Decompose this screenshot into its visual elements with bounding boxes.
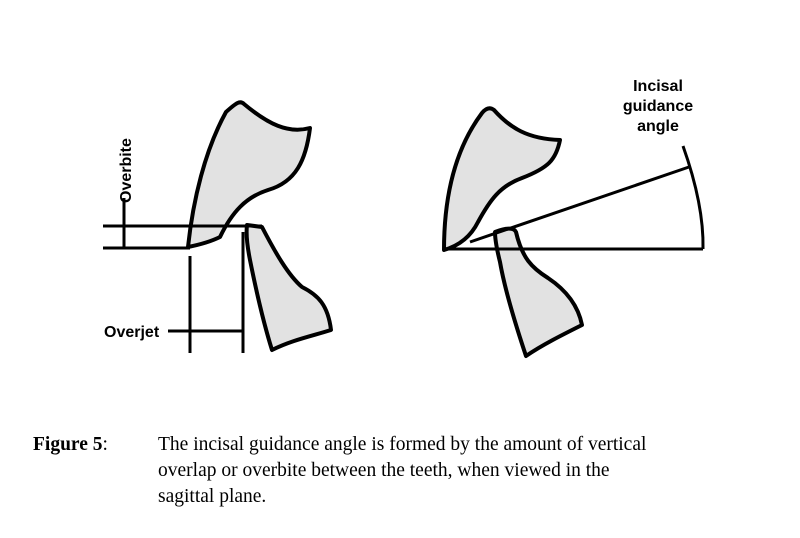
angle-label-line2: guidance <box>623 98 693 115</box>
right-upper-incisor <box>442 106 562 252</box>
left-figure: Overbite Overjet <box>103 100 333 353</box>
left-lower-incisor <box>244 223 333 352</box>
caption-label: Figure 5: <box>33 432 158 458</box>
caption-line: The incisal guidance angle is formed by … <box>158 434 647 455</box>
angle-label-line1: Incisal <box>633 78 683 95</box>
overbite-label: Overbite <box>118 138 135 203</box>
left-upper-incisor <box>186 100 312 249</box>
incisal-guidance-diagram: Overbite Overjet Incisal guidance angle <box>103 78 705 358</box>
caption-label-colon: : <box>102 434 108 455</box>
angle-arc <box>681 145 705 250</box>
angle-label-line3: angle <box>637 118 679 135</box>
caption-line: sagittal plane. <box>158 486 267 507</box>
right-figure: Incisal guidance angle <box>442 78 705 358</box>
caption-line: overlap or overbite between the teeth, w… <box>158 460 610 481</box>
caption-figure-number: Figure 5 <box>33 434 103 455</box>
overjet-label: Overjet <box>104 324 160 341</box>
caption-text: The incisal guidance angle is formed by … <box>158 432 758 510</box>
right-lower-incisor <box>493 226 584 358</box>
incisal-guidance-line <box>469 165 690 244</box>
